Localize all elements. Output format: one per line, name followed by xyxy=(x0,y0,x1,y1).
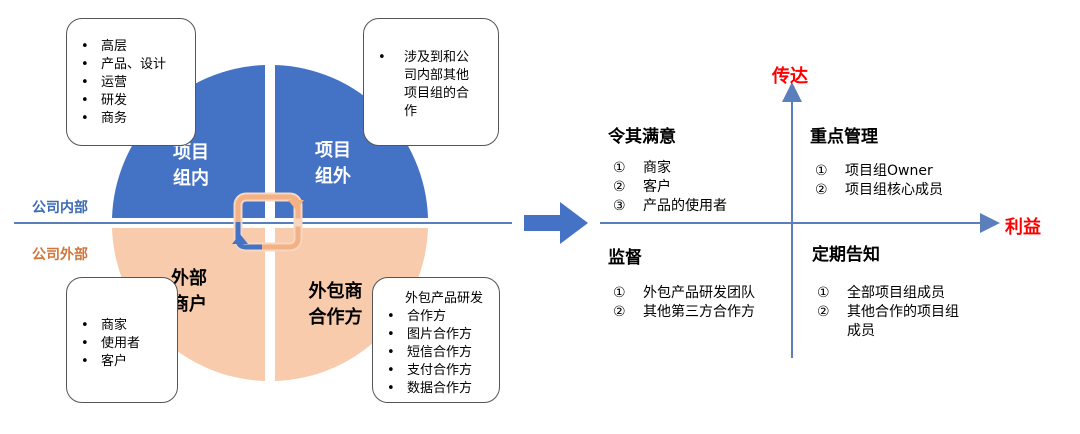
label-line: 组内 xyxy=(173,168,209,189)
list-item: 数据合作方 xyxy=(373,380,499,398)
label-outer-project: 项目 组外 xyxy=(288,138,378,190)
list-item: 商家 xyxy=(67,317,177,335)
monitor-list: ① 外包产品研发团队 ② 其他第三方合作方 xyxy=(613,284,755,322)
item-number: ② xyxy=(815,182,828,198)
item-number: ③ xyxy=(613,198,626,214)
label-line: 外包商 xyxy=(308,281,363,302)
list-item: 运营 xyxy=(67,74,195,92)
item-number: ② xyxy=(817,304,830,320)
text-line: 司内部其他 xyxy=(404,68,470,83)
list-item: 研发 xyxy=(67,92,195,110)
label-line: 组外 xyxy=(315,166,351,187)
quadrant-title-monitor: 监督 xyxy=(608,248,642,268)
item-number: ① xyxy=(613,160,626,176)
x-axis-label: 利益 xyxy=(1005,217,1041,238)
text-line: 作 xyxy=(404,104,418,119)
item-text: 产品的使用者 xyxy=(643,198,727,214)
box-other-projects: 涉及到和公 司内部其他 项目组的合 作 xyxy=(363,18,499,146)
text-line: 项目组的合 xyxy=(404,86,470,101)
stakeholder-circle xyxy=(14,65,512,381)
list-item: 商务 xyxy=(67,110,195,128)
list-item: 合作方 xyxy=(373,308,499,326)
outsourcing-list: 合作方 图片合作方 短信合作方 支付合作方 数据合作方 xyxy=(373,308,499,398)
item-text: 其他第三方合作方 xyxy=(643,304,755,320)
box-outsourcing-partners: 外包产品研发 合作方 图片合作方 短信合作方 支付合作方 数据合作方 xyxy=(372,277,500,403)
label-line: 外部 xyxy=(171,268,207,289)
label-company-outside: 公司外部 xyxy=(32,247,88,263)
list-item: 涉及到和公 司内部其他 项目组的合 作 xyxy=(364,49,498,121)
list-item: ① 商家 xyxy=(613,159,727,178)
cycle-arrows-icon xyxy=(232,192,304,252)
item-number: ① xyxy=(613,285,626,301)
quadrant-external-merchant xyxy=(112,228,265,381)
item-text: 全部项目组成员 xyxy=(847,285,945,301)
satisfy-list: ① 商家 ② 客户 ③ 产品的使用者 xyxy=(613,159,727,216)
label-external-merchant: 外部 商户 xyxy=(144,266,234,318)
item-text: 其他合作的项目组 xyxy=(847,304,959,320)
text-line: 涉及到和公 xyxy=(404,50,470,65)
quadrant-outer-project xyxy=(275,65,428,218)
item-number: ① xyxy=(817,285,830,301)
list-item: 客户 xyxy=(67,353,177,371)
list-item: 使用者 xyxy=(67,335,177,353)
y-axis-label: 传达 xyxy=(772,66,808,87)
label-line: 合作方 xyxy=(308,307,363,328)
list-item: 图片合作方 xyxy=(373,326,499,344)
list-item: ② 客户 xyxy=(613,178,727,197)
item-text: 项目组Owner xyxy=(845,163,933,179)
box-external-users: 商家 使用者 客户 xyxy=(66,277,178,403)
outsourcing-heading: 外包产品研发 xyxy=(405,291,484,306)
box-internal-roles: 高层 产品、设计 运营 研发 商务 xyxy=(66,18,196,146)
item-number: ① xyxy=(815,163,828,179)
item-text: 项目组核心成员 xyxy=(845,182,943,198)
item-text: 客户 xyxy=(643,179,671,195)
right-arrow-icon xyxy=(524,202,588,244)
external-users-list: 商家 使用者 客户 xyxy=(67,317,177,371)
list-item: 产品、设计 xyxy=(67,56,195,74)
list-item: ① 全部项目组成员 xyxy=(817,284,959,303)
list-item: 短信合作方 xyxy=(373,344,499,362)
list-item: ② 项目组核心成员 xyxy=(815,181,943,200)
inform-list: ① 全部项目组成员 ② 其他合作的项目组 成员 xyxy=(817,284,959,341)
internal-roles-list: 高层 产品、设计 运营 研发 商务 xyxy=(67,38,195,128)
list-item: ① 外包产品研发团队 xyxy=(613,284,755,303)
list-item: ② 其他合作的项目组 xyxy=(817,303,959,322)
label-outsourcing: 外包商 合作方 xyxy=(288,279,383,331)
other-projects-list: 涉及到和公 司内部其他 项目组的合 作 xyxy=(364,49,498,121)
label-company-inside: 公司内部 xyxy=(32,200,88,216)
list-item: 支付合作方 xyxy=(373,362,499,380)
matrix-axes xyxy=(600,82,1000,358)
list-item: 高层 xyxy=(67,38,195,56)
list-item: ① 项目组Owner xyxy=(815,162,943,181)
label-line: 项目 xyxy=(173,142,209,163)
list-item-wrap: 成员 xyxy=(817,322,959,341)
quadrant-title-satisfy: 令其满意 xyxy=(608,127,676,147)
list-item: ② 其他第三方合作方 xyxy=(613,303,755,322)
item-number: ② xyxy=(613,179,626,195)
item-text: 商家 xyxy=(643,160,671,176)
list-item: ③ 产品的使用者 xyxy=(613,197,727,216)
label-line: 项目 xyxy=(315,140,351,161)
item-text: 成员 xyxy=(847,323,875,339)
quadrant-title-inform: 定期告知 xyxy=(812,245,880,265)
item-number: ② xyxy=(613,304,626,320)
item-text: 外包产品研发团队 xyxy=(643,285,755,301)
label-line: 商户 xyxy=(171,294,207,315)
label-inner-project: 项目 组内 xyxy=(146,140,236,192)
key-manage-list: ① 项目组Owner ② 项目组核心成员 xyxy=(815,162,943,200)
quadrant-title-key-manage: 重点管理 xyxy=(810,127,878,147)
quadrant-outsourcing xyxy=(275,228,428,381)
